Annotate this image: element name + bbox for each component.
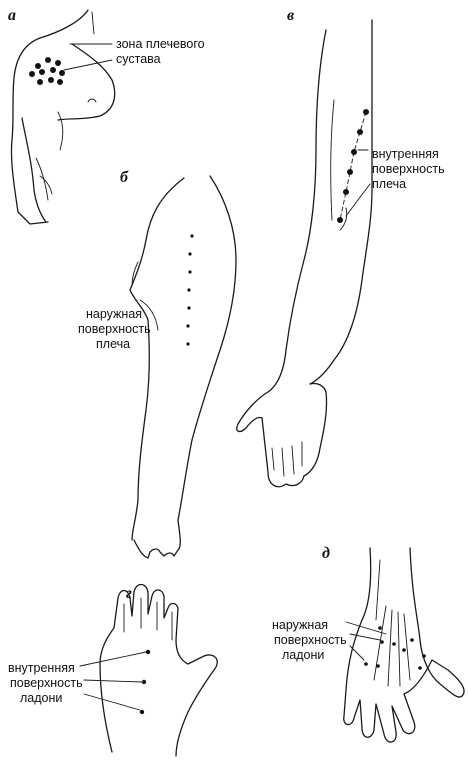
panel-a-shoulder-outline	[11, 10, 88, 224]
panel-a-chest-detail	[58, 12, 96, 150]
panel-g-hand-outline	[100, 585, 217, 757]
panel-v-arm-outline-left	[268, 30, 326, 392]
panel-g-label-line-2: поверхность	[10, 676, 83, 690]
panel-d-hand-outline	[344, 548, 464, 742]
panel-d: д наружная поверхность ладони	[272, 545, 464, 742]
panel-b-arm-outline-right	[178, 176, 236, 520]
panel-g-label-line-3: ладони	[20, 691, 62, 705]
panel-a-leader-line-2	[64, 60, 112, 70]
panel-d-leader-line-2	[350, 634, 380, 640]
panel-a-label-line-1: зона плечевого	[116, 37, 205, 51]
panel-g-leader-line-2	[84, 680, 142, 682]
panel-v-label-line-1: внутренняя	[372, 147, 439, 161]
panel-v-letter: в	[287, 7, 294, 24]
panel-g: г внутренняя поверхность ладони	[8, 585, 217, 757]
panel-v-leader-line-2	[346, 184, 370, 216]
panel-d-label-line-2: поверхность	[274, 633, 347, 647]
panel-v-hand-outline	[237, 383, 327, 486]
panel-b-label-line-1: наружная	[86, 307, 142, 321]
panel-b-hand-outline	[134, 520, 180, 558]
panel-b-label-line-3: плеча	[96, 337, 130, 351]
panel-d-label-line-3: ладони	[282, 648, 324, 662]
panel-b-arm-outline-left	[130, 178, 184, 540]
panel-v-inner-arm-crease	[331, 100, 347, 230]
panel-a-letter: а	[8, 7, 16, 24]
panel-a: а зона плечевого сустава	[8, 7, 205, 224]
panel-g-leader-line-3	[84, 694, 140, 710]
panel-b-point-column	[186, 234, 193, 345]
panel-b-letter: б	[120, 169, 129, 186]
panel-a-arm-detail	[36, 158, 52, 200]
panel-v-label-line-2: поверхность	[372, 162, 445, 176]
panel-v-label-line-3: плеча	[372, 177, 406, 191]
panel-a-label-line-2: сустава	[116, 52, 161, 66]
panel-d-letter: д	[322, 545, 330, 562]
panel-d-label-line-1: наружная	[272, 618, 328, 632]
panel-a-chest-outline	[58, 44, 115, 120]
panel-v: в внутренняя поверхность плеча	[237, 7, 445, 487]
panel-v-point-chain	[337, 109, 369, 223]
panel-b: б наружная поверхность плеча	[78, 169, 236, 558]
panel-v-finger-lines	[272, 442, 302, 476]
panel-g-label-line-1: внутренняя	[8, 661, 75, 675]
panel-b-label-line-2: поверхность	[78, 322, 151, 336]
panel-d-points	[364, 626, 426, 670]
panel-a-arm-outline	[22, 118, 46, 222]
panel-a-point-cluster	[29, 57, 65, 85]
panel-g-leader-line-1	[80, 652, 146, 666]
